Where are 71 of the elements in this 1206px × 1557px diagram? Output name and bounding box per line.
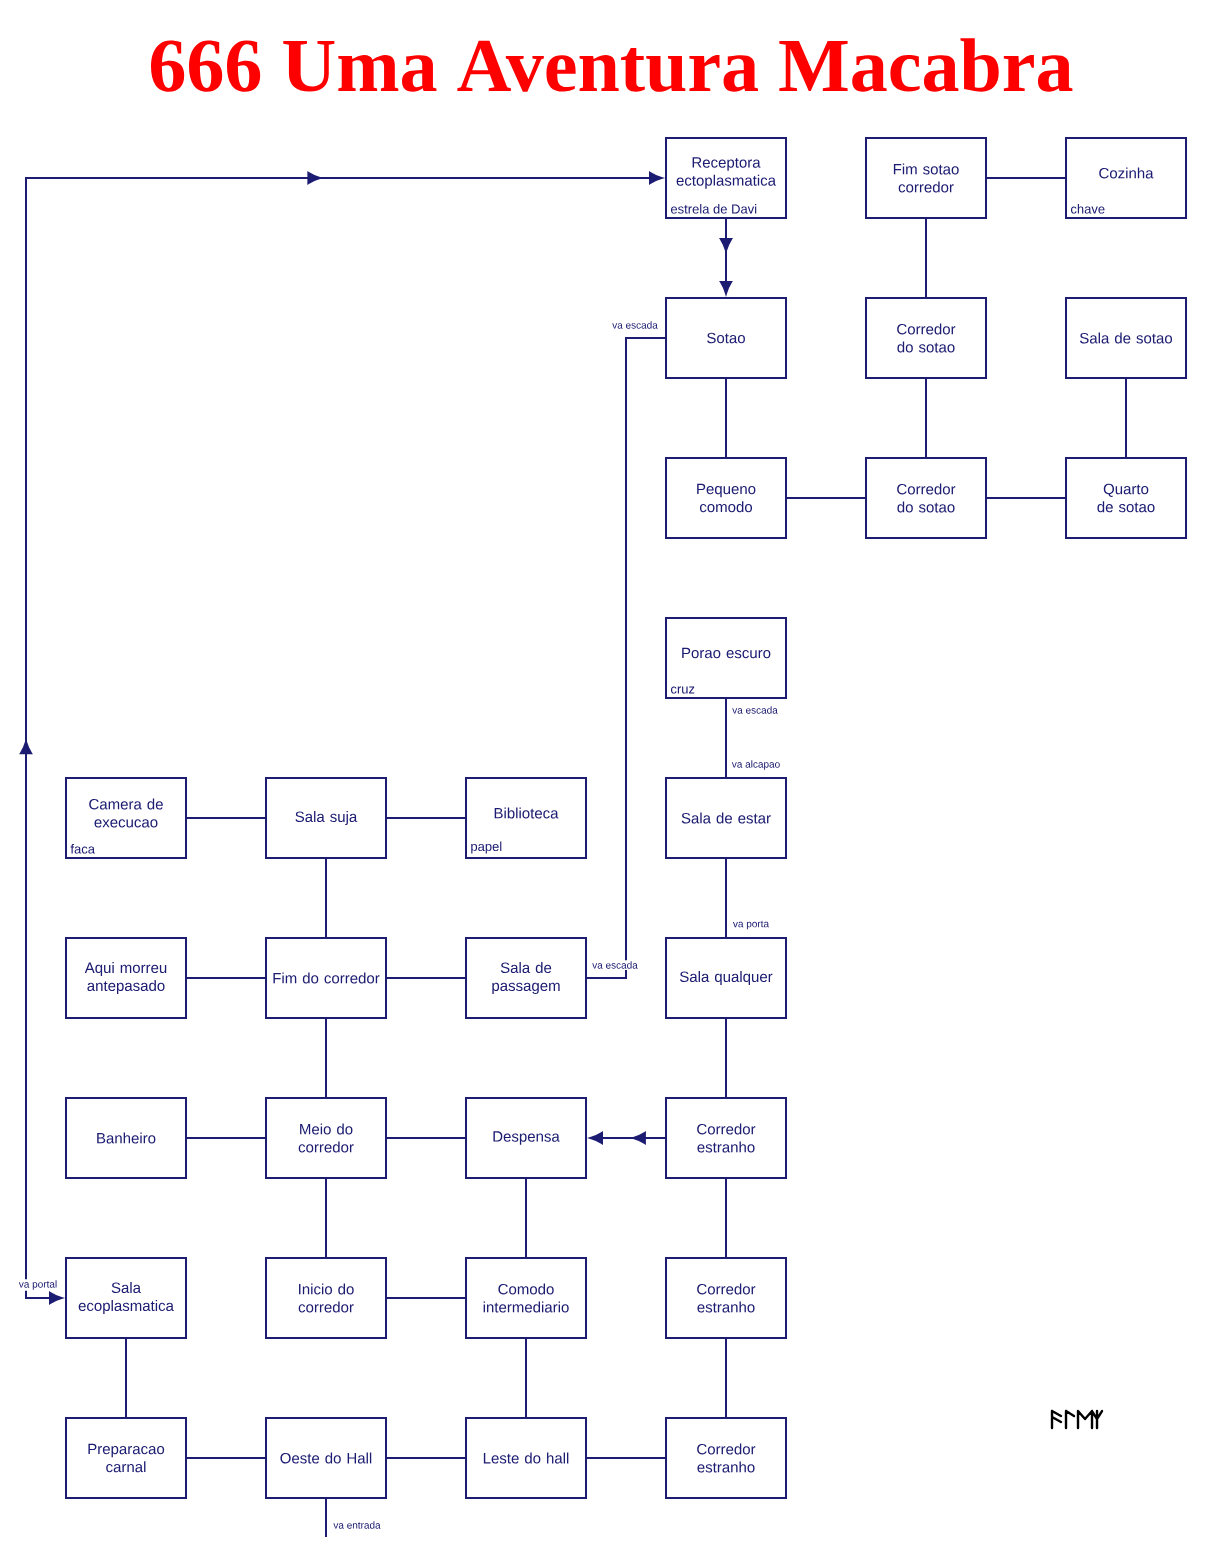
item-label: faca [70,844,95,854]
connector [725,698,727,778]
connector [986,177,1066,179]
room-box: Aqui morreu antepasado [65,937,187,1019]
room-box: Comodo intermediario [465,1257,587,1339]
edge-label: va escada [591,960,639,970]
connector [186,817,266,819]
route-note: va escada [611,320,659,330]
connector [386,1137,466,1139]
item-label: papel [471,841,502,854]
edge-label: va portal [17,1279,59,1291]
room-box: Sotao [665,297,787,379]
item-label: estrela de Davi [670,204,757,214]
room-box: Corredor estranho [665,1417,787,1499]
room-box: Sala de passagem [465,937,587,1019]
connector [386,1297,466,1299]
connector [325,1178,327,1258]
route-note: va alcapao [730,759,782,771]
edge-label: va porta [731,919,771,931]
room-box: Corredor estranho [665,1097,787,1179]
edge-label: va entrada [332,1520,382,1530]
connector [325,858,327,938]
room-box: Fim do corredor [265,937,387,1019]
connector [386,977,466,979]
room-box: Preparacao carnal [65,1417,187,1499]
connector [186,1137,266,1139]
room-box: Pequeno comodo [665,457,787,539]
connector [725,1018,727,1098]
connector [719,218,733,295]
room-box: Corredor do sotao [865,297,987,379]
room-box: Sala de sotao [1065,297,1187,379]
edge-label: va escada [731,705,779,715]
room-box: Quarto de sotao [1065,457,1187,539]
connector [386,1457,466,1459]
connector [586,1457,666,1459]
connector [925,378,927,458]
connector [525,1178,527,1258]
title: 666 Uma Aventura Macabra [151,38,1073,92]
connector [325,1018,327,1098]
room-box: Oeste do Hall [265,1417,387,1499]
connector [525,1338,527,1418]
connector [386,817,466,819]
room-box: Sala de estar [665,777,787,859]
connector [725,1338,727,1418]
connector [725,858,727,938]
connector [725,378,727,458]
room-box: Sala qualquer [665,937,787,1019]
connector [586,337,666,979]
room-box: Banheiro [65,1097,187,1179]
room-box: Fim sotao corredor [865,137,987,219]
room-box: Inicio do corredor [265,1257,387,1339]
room-box: Sala ecoplasmatica [65,1257,187,1339]
connector [19,171,663,1305]
connector [986,497,1066,499]
connector [125,1338,127,1418]
connector [325,1498,327,1538]
item-label: chave [1070,204,1105,214]
connector [725,1178,727,1258]
connector [1125,378,1127,458]
room-box: Meio do corredor [265,1097,387,1179]
item-label: cruz [670,686,695,694]
connector [589,1131,666,1145]
room-box: Sala suja [265,777,387,859]
room-box: Leste do hall [465,1417,587,1499]
room-box: Corredor estranho [665,1257,787,1339]
room-box: Corredor do sotao [865,457,987,539]
connector [186,1457,266,1459]
connector [786,497,866,499]
connector [925,218,927,298]
room-box: Despensa [465,1097,587,1179]
connector [186,977,266,979]
